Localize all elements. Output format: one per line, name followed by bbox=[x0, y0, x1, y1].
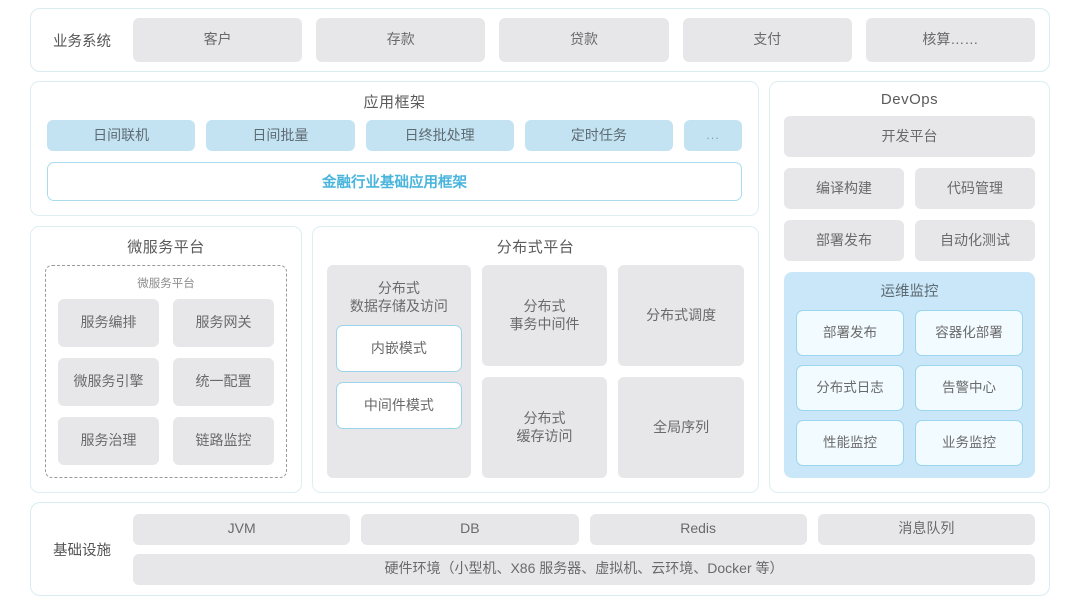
business-tile-deposit[interactable]: 存款 bbox=[316, 18, 486, 62]
app-framework-title: 应用框架 bbox=[363, 94, 426, 111]
business-systems-label: 业务系统 bbox=[53, 33, 111, 50]
devops-panel: DevOps 开发平台 编译构建 代码管理 部署发布 自动化测试 运维监控 部署… bbox=[769, 81, 1050, 493]
distributed-platform-body: 分布式 数据存储及访问 内嵌模式 中间件模式 分布式事务中间件 bbox=[313, 265, 758, 492]
ops-monitoring-panel: 运维监控 部署发布 容器化部署 分布式日志 告警中心 性能监控 业务监控 bbox=[784, 272, 1035, 478]
infra-tile-redis[interactable]: Redis bbox=[589, 513, 807, 545]
distributed-platform-panel: 分布式平台 分布式 数据存储及访问 内嵌模式 中间件模式 bbox=[312, 226, 759, 493]
infra-tile-jvm[interactable]: JVM bbox=[133, 513, 351, 545]
devops-tile-code-management[interactable]: 代码管理 bbox=[915, 168, 1035, 209]
micro-tile-service-orchestration[interactable]: 服务编排 bbox=[58, 299, 159, 347]
infra-tile-db[interactable]: DB bbox=[361, 513, 579, 545]
devops-column: DevOps 开发平台 编译构建 代码管理 部署发布 自动化测试 运维监控 部署… bbox=[769, 81, 1050, 493]
ops-tile-performance-monitoring[interactable]: 性能监控 bbox=[796, 420, 904, 466]
ops-monitoring-tiles: 部署发布 容器化部署 分布式日志 告警中心 性能监控 业务监控 bbox=[796, 310, 1023, 466]
ops-tile-deploy-release[interactable]: 部署发布 bbox=[796, 310, 904, 356]
app-tile-scheduled-task[interactable]: 定时任务 bbox=[524, 120, 673, 151]
dist-column-3: 分布式调度 全局序列 bbox=[618, 265, 745, 478]
business-systems-section: 业务系统 客户 存款 贷款 支付 核算…… bbox=[30, 8, 1050, 72]
devops-title: DevOps bbox=[880, 91, 939, 108]
dist-mode-embedded[interactable]: 内嵌模式 bbox=[336, 325, 462, 373]
micro-tile-trace-monitoring[interactable]: 链路监控 bbox=[173, 417, 274, 465]
micro-tile-service-governance[interactable]: 服务治理 bbox=[58, 417, 159, 465]
business-tile-payment[interactable]: 支付 bbox=[682, 18, 852, 62]
middle-region: 应用框架 日间联机 日间批量 日终批处理 定时任务 ... 金融行业基础应用框架… bbox=[30, 81, 1050, 493]
business-tile-customer[interactable]: 客户 bbox=[133, 18, 303, 62]
infrastructure-label: 基础设施 bbox=[53, 542, 111, 559]
dist-tile-scheduling[interactable]: 分布式调度 bbox=[618, 265, 745, 366]
app-tile-daytime-batch[interactable]: 日间批量 bbox=[206, 120, 355, 151]
app-framework-tiles: 日间联机 日间批量 日终批处理 定时任务 ... bbox=[47, 120, 742, 151]
dist-storage-card[interactable]: 分布式 数据存储及访问 内嵌模式 中间件模式 bbox=[327, 265, 471, 478]
dist-storage-caption-line2: 数据存储及访问 bbox=[349, 298, 448, 315]
microservice-platform-panel: 微服务平台 微服务平台 服务编排 服务网关 微服务引擎 统一配置 服务治理 链路… bbox=[30, 226, 302, 493]
micro-tile-microservice-engine[interactable]: 微服务引擎 bbox=[58, 358, 159, 406]
micro-tile-service-gateway[interactable]: 服务网关 bbox=[173, 299, 274, 347]
business-systems-tiles: 客户 存款 贷款 支付 核算…… bbox=[133, 18, 1036, 62]
infrastructure-tiles: JVM DB Redis 消息队列 bbox=[133, 513, 1035, 545]
dist-tile-cache-access[interactable]: 分布式缓存访问 bbox=[481, 377, 608, 478]
microservice-inner-box: 微服务平台 服务编排 服务网关 微服务引擎 统一配置 服务治理 链路监控 bbox=[45, 265, 287, 478]
business-tile-loan[interactable]: 贷款 bbox=[499, 18, 669, 62]
ops-tile-alert-center[interactable]: 告警中心 bbox=[915, 365, 1023, 411]
micro-tile-unified-config[interactable]: 统一配置 bbox=[173, 358, 274, 406]
infra-tile-message-queue[interactable]: 消息队列 bbox=[817, 513, 1035, 545]
ops-monitoring-title: 运维监控 bbox=[880, 284, 939, 300]
app-tile-daytime-online[interactable]: 日间联机 bbox=[47, 120, 196, 151]
dist-column-2: 分布式事务中间件 分布式缓存访问 bbox=[481, 265, 608, 478]
app-framework-panel: 应用框架 日间联机 日间批量 日终批处理 定时任务 ... 金融行业基础应用框架 bbox=[30, 81, 759, 216]
devops-tiles: 编译构建 代码管理 部署发布 自动化测试 bbox=[784, 168, 1035, 261]
dist-storage-caption-line1: 分布式 bbox=[377, 280, 420, 296]
business-tile-accounting[interactable]: 核算…… bbox=[865, 18, 1036, 62]
dist-tile-cache-access-text: 分布式缓存访问 bbox=[516, 409, 573, 444]
app-tile-more[interactable]: ... bbox=[684, 120, 742, 151]
devops-tile-deploy-release[interactable]: 部署发布 bbox=[784, 220, 904, 261]
platforms-row: 微服务平台 微服务平台 服务编排 服务网关 微服务引擎 统一配置 服务治理 链路… bbox=[30, 226, 759, 493]
microservice-tiles: 服务编排 服务网关 微服务引擎 统一配置 服务治理 链路监控 bbox=[58, 299, 274, 465]
finance-base-framework-bar: 金融行业基础应用框架 bbox=[47, 162, 742, 201]
app-tile-eod-batch[interactable]: 日终批处理 bbox=[365, 120, 514, 151]
ops-tile-business-monitoring[interactable]: 业务监控 bbox=[915, 420, 1023, 466]
devops-tile-compile-build[interactable]: 编译构建 bbox=[784, 168, 904, 209]
infra-tile-hardware-environment[interactable]: 硬件环境（小型机、X86 服务器、虚拟机、云环境、Docker 等） bbox=[133, 553, 1035, 585]
ops-tile-containerized-deploy[interactable]: 容器化部署 bbox=[915, 310, 1023, 356]
distributed-platform-title: 分布式平台 bbox=[496, 239, 575, 256]
dist-mode-middleware[interactable]: 中间件模式 bbox=[336, 382, 462, 430]
infrastructure-stack: JVM DB Redis 消息队列 硬件环境（小型机、X86 服务器、虚拟机、云… bbox=[133, 513, 1035, 585]
dist-storage-caption: 分布式 数据存储及访问 bbox=[336, 273, 462, 325]
left-column: 应用框架 日间联机 日间批量 日终批处理 定时任务 ... 金融行业基础应用框架… bbox=[30, 81, 759, 493]
dist-tile-global-sequence[interactable]: 全局序列 bbox=[618, 377, 745, 478]
devops-tile-automated-testing[interactable]: 自动化测试 bbox=[915, 220, 1035, 261]
microservice-inner-title: 微服务平台 bbox=[137, 278, 195, 290]
dist-tile-transaction-middleware-text: 分布式事务中间件 bbox=[509, 297, 580, 332]
dist-tile-transaction-middleware[interactable]: 分布式事务中间件 bbox=[481, 265, 608, 366]
ops-tile-distributed-logging[interactable]: 分布式日志 bbox=[796, 365, 904, 411]
infrastructure-section: 基础设施 JVM DB Redis 消息队列 硬件环境（小型机、X86 服务器、… bbox=[30, 502, 1050, 596]
devops-tile-dev-platform[interactable]: 开发平台 bbox=[784, 116, 1035, 157]
microservice-platform-title: 微服务平台 bbox=[127, 239, 205, 256]
